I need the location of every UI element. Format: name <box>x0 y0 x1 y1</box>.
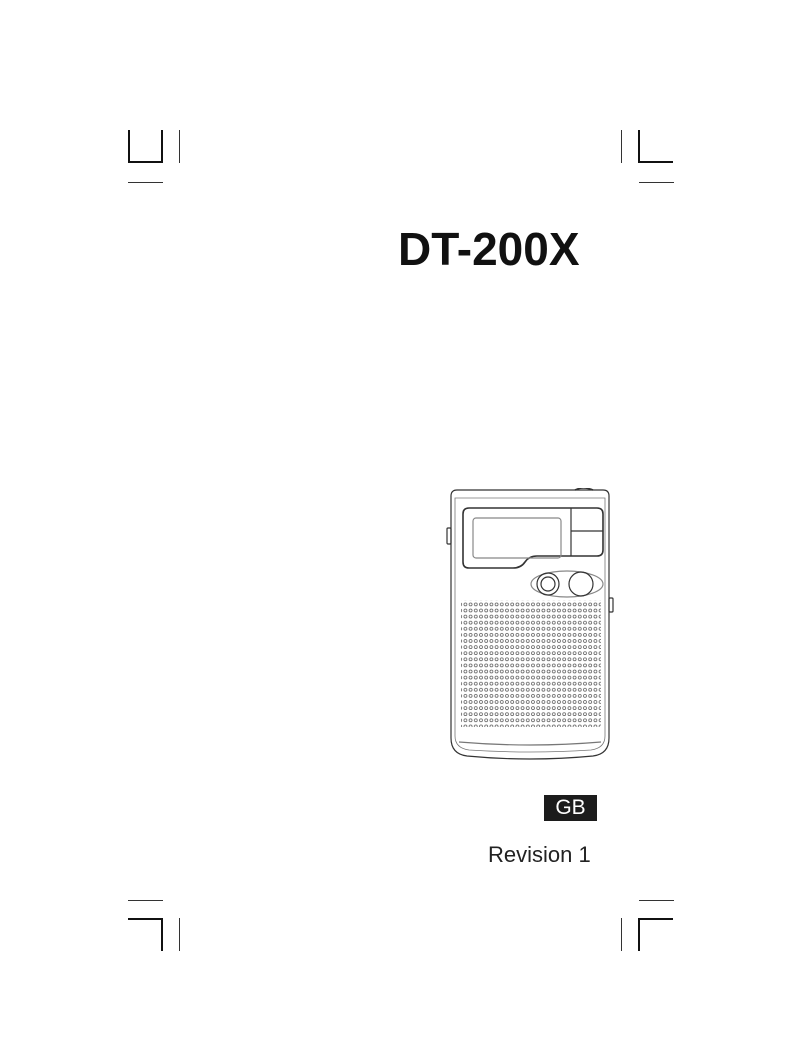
crop-mark-bottom-right <box>638 918 640 951</box>
crop-mark-bottom-right <box>638 918 673 920</box>
crop-mark-bottom-right <box>639 900 674 901</box>
crop-mark-top-right <box>638 130 640 163</box>
crop-mark-top-right <box>638 161 673 163</box>
crop-mark-bottom-left <box>179 918 180 951</box>
crop-mark-top-left <box>179 130 180 163</box>
language-badge: GB <box>544 795 597 821</box>
crop-mark-top-right <box>639 182 674 183</box>
crop-mark-bottom-left <box>128 900 163 901</box>
crop-mark-top-left <box>128 182 163 183</box>
model-title: DT-200X <box>398 223 580 275</box>
crop-mark-top-right <box>621 130 622 163</box>
crop-mark-bottom-right <box>621 918 622 951</box>
crop-mark-top-left <box>128 161 162 163</box>
revision-label: Revision 1 <box>488 842 591 867</box>
crop-mark-top-left <box>128 130 130 163</box>
crop-mark-bottom-left <box>128 918 162 920</box>
radio-device-icon <box>445 487 615 768</box>
crop-mark-top-left <box>161 130 163 163</box>
crop-mark-bottom-left <box>161 918 163 951</box>
